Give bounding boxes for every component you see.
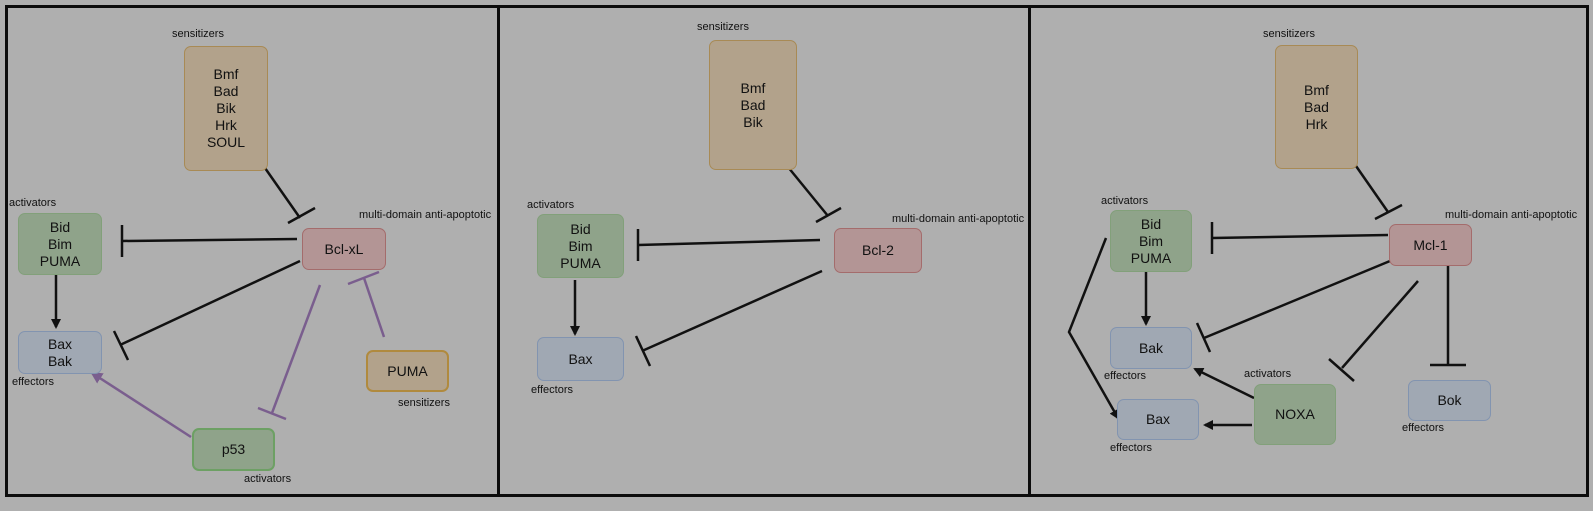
p1-sensitizer-bik: Bik — [216, 100, 236, 116]
p1-activator-puma: PUMA — [39, 252, 81, 269]
p3-sens-inhibits-mcl1 — [1354, 165, 1390, 213]
p2-sens-inhibits-bcl2 — [787, 166, 829, 217]
p3-sensitizers-label: sensitizers — [1263, 28, 1315, 40]
p1-puma-inhibits-bclxl — [362, 277, 386, 338]
p3-bak-node: Bak — [1110, 327, 1192, 369]
p2-bcl-2-label: Bcl-2 — [862, 242, 894, 258]
p2-bcl2-inhibits-activators — [637, 238, 821, 247]
p3-mcl1-inhibits-noxa — [1341, 280, 1419, 369]
p1-sensitizer-box: Bmf Bad Bik Hrk SOUL — [184, 46, 268, 171]
p1-activators-label: activators — [9, 197, 57, 209]
p2-bax-label: Bax — [568, 350, 593, 367]
p2-multi-domain-label: multi-domain anti-apoptotic — [892, 213, 1025, 225]
p2-sensitizer-box: Bmf Bad Bik — [709, 40, 797, 170]
p3-activator-bim: Bim — [1138, 232, 1164, 249]
p2-activator-bim: Bim — [568, 237, 593, 254]
p3-activator-bid: Bid — [1140, 215, 1162, 232]
p1-sensitizer-soul: SOUL — [206, 134, 246, 150]
p3-noxa-node: NOXA — [1254, 384, 1336, 445]
p1-p53-activates-effectors — [90, 371, 192, 439]
p1-p53-node: p53 — [192, 428, 275, 471]
p3-bok-effectors-label: effectors — [1402, 422, 1444, 434]
p1-puma-label: PUMA — [387, 362, 428, 379]
p3-activators-label: activators — [1101, 195, 1149, 207]
p2-bcl-2-node: Bcl-2 — [834, 228, 922, 273]
p2-activator-puma: PUMA — [560, 254, 601, 271]
p3-bax-label: Bax — [1145, 411, 1171, 427]
p3-sensitizer-hrk: Hrk — [1305, 115, 1328, 132]
p3-mcl-1-node: Mcl-1 — [1389, 224, 1472, 266]
p1-bcl-xl-node: Bcl-xL — [302, 228, 386, 270]
p2-activator-box: Bid Bim PUMA — [537, 214, 624, 278]
p3-noxa-label: NOXA — [1275, 406, 1315, 422]
p1-activator-bid: Bid — [49, 218, 71, 235]
p1-bcl-xl-label: Bcl-xL — [324, 240, 364, 257]
p3-sensitizer-bad: Bad — [1304, 98, 1329, 115]
p3-bok-node: Bok — [1408, 380, 1491, 421]
p3-bax-effectors-label: effectors — [1110, 442, 1152, 454]
p1-effectors-label: effectors — [12, 376, 54, 388]
p1-bclxl-inhibits-effectors — [119, 259, 301, 347]
p3-bak-label: Bak — [1138, 339, 1164, 356]
p1-bclxl-inhibits-activators — [121, 237, 298, 243]
p3-noxa-activators-label: activators — [1244, 368, 1292, 380]
p2-sensitizer-bmf: Bmf — [740, 79, 766, 96]
p3-activator-box: Bid Bim PUMA — [1110, 210, 1192, 272]
p1-multi-domain-label: multi-domain anti-apoptotic — [359, 209, 492, 221]
p2-bax-node: Bax — [537, 337, 624, 381]
p1-p53-activators-label: activators — [244, 473, 292, 485]
p3-activator-puma: PUMA — [1130, 249, 1172, 266]
p1-activator-box: Bid Bim PUMA — [18, 213, 102, 275]
p2-sensitizer-bad: Bad — [740, 96, 766, 113]
p1-effector-box: Bax Bak — [18, 331, 102, 374]
p2-sensitizers-label: sensitizers — [697, 21, 749, 33]
p2-activators-label: activators — [527, 199, 575, 211]
p1-sensitizer-bad: Bad — [213, 83, 239, 99]
p3-noxa-activates-bak — [1193, 367, 1255, 400]
p1-puma-sensitizers-label: sensitizers — [398, 397, 450, 409]
p2-bcl2-inhibits-bax — [641, 269, 823, 353]
p1-puma-node: PUMA — [366, 350, 449, 392]
p3-sensitizer-box: Bmf Bad Hrk — [1275, 45, 1358, 169]
p2-effectors-label: effectors — [531, 384, 573, 396]
p1-p53-label: p53 — [221, 441, 246, 457]
p3-multi-domain-label: multi-domain anti-apoptotic — [1445, 209, 1578, 221]
p1-sens-inhibits-bclxl — [263, 167, 302, 219]
p2-activator-bid: Bid — [570, 220, 591, 237]
p1-sensitizer-hrk: Hrk — [215, 117, 237, 133]
p3-mcl-1-label: Mcl-1 — [1413, 236, 1448, 253]
p3-activators-activate-bax — [1067, 237, 1120, 420]
p2-sensitizer-bik: Bik — [743, 113, 763, 130]
p1-effector-bak: Bak — [47, 352, 73, 369]
p1-sensitizers-label: sensitizers — [172, 28, 224, 40]
p3-bak-effectors-label: effectors — [1104, 370, 1146, 382]
p3-mcl1-inhibits-bak — [1203, 259, 1391, 340]
p1-effector-bax: Bax — [47, 335, 73, 352]
p1-bclxl-inhibits-p53 — [270, 284, 322, 414]
p1-activator-bim: Bim — [47, 235, 73, 252]
p3-sensitizer-bmf: Bmf — [1304, 81, 1329, 98]
p3-mcl1-inhibits-activators — [1211, 233, 1389, 240]
p1-sensitizer-bmf: Bmf — [213, 66, 239, 82]
p3-bok-label: Bok — [1437, 392, 1462, 408]
p3-bax-node: Bax — [1117, 399, 1199, 440]
